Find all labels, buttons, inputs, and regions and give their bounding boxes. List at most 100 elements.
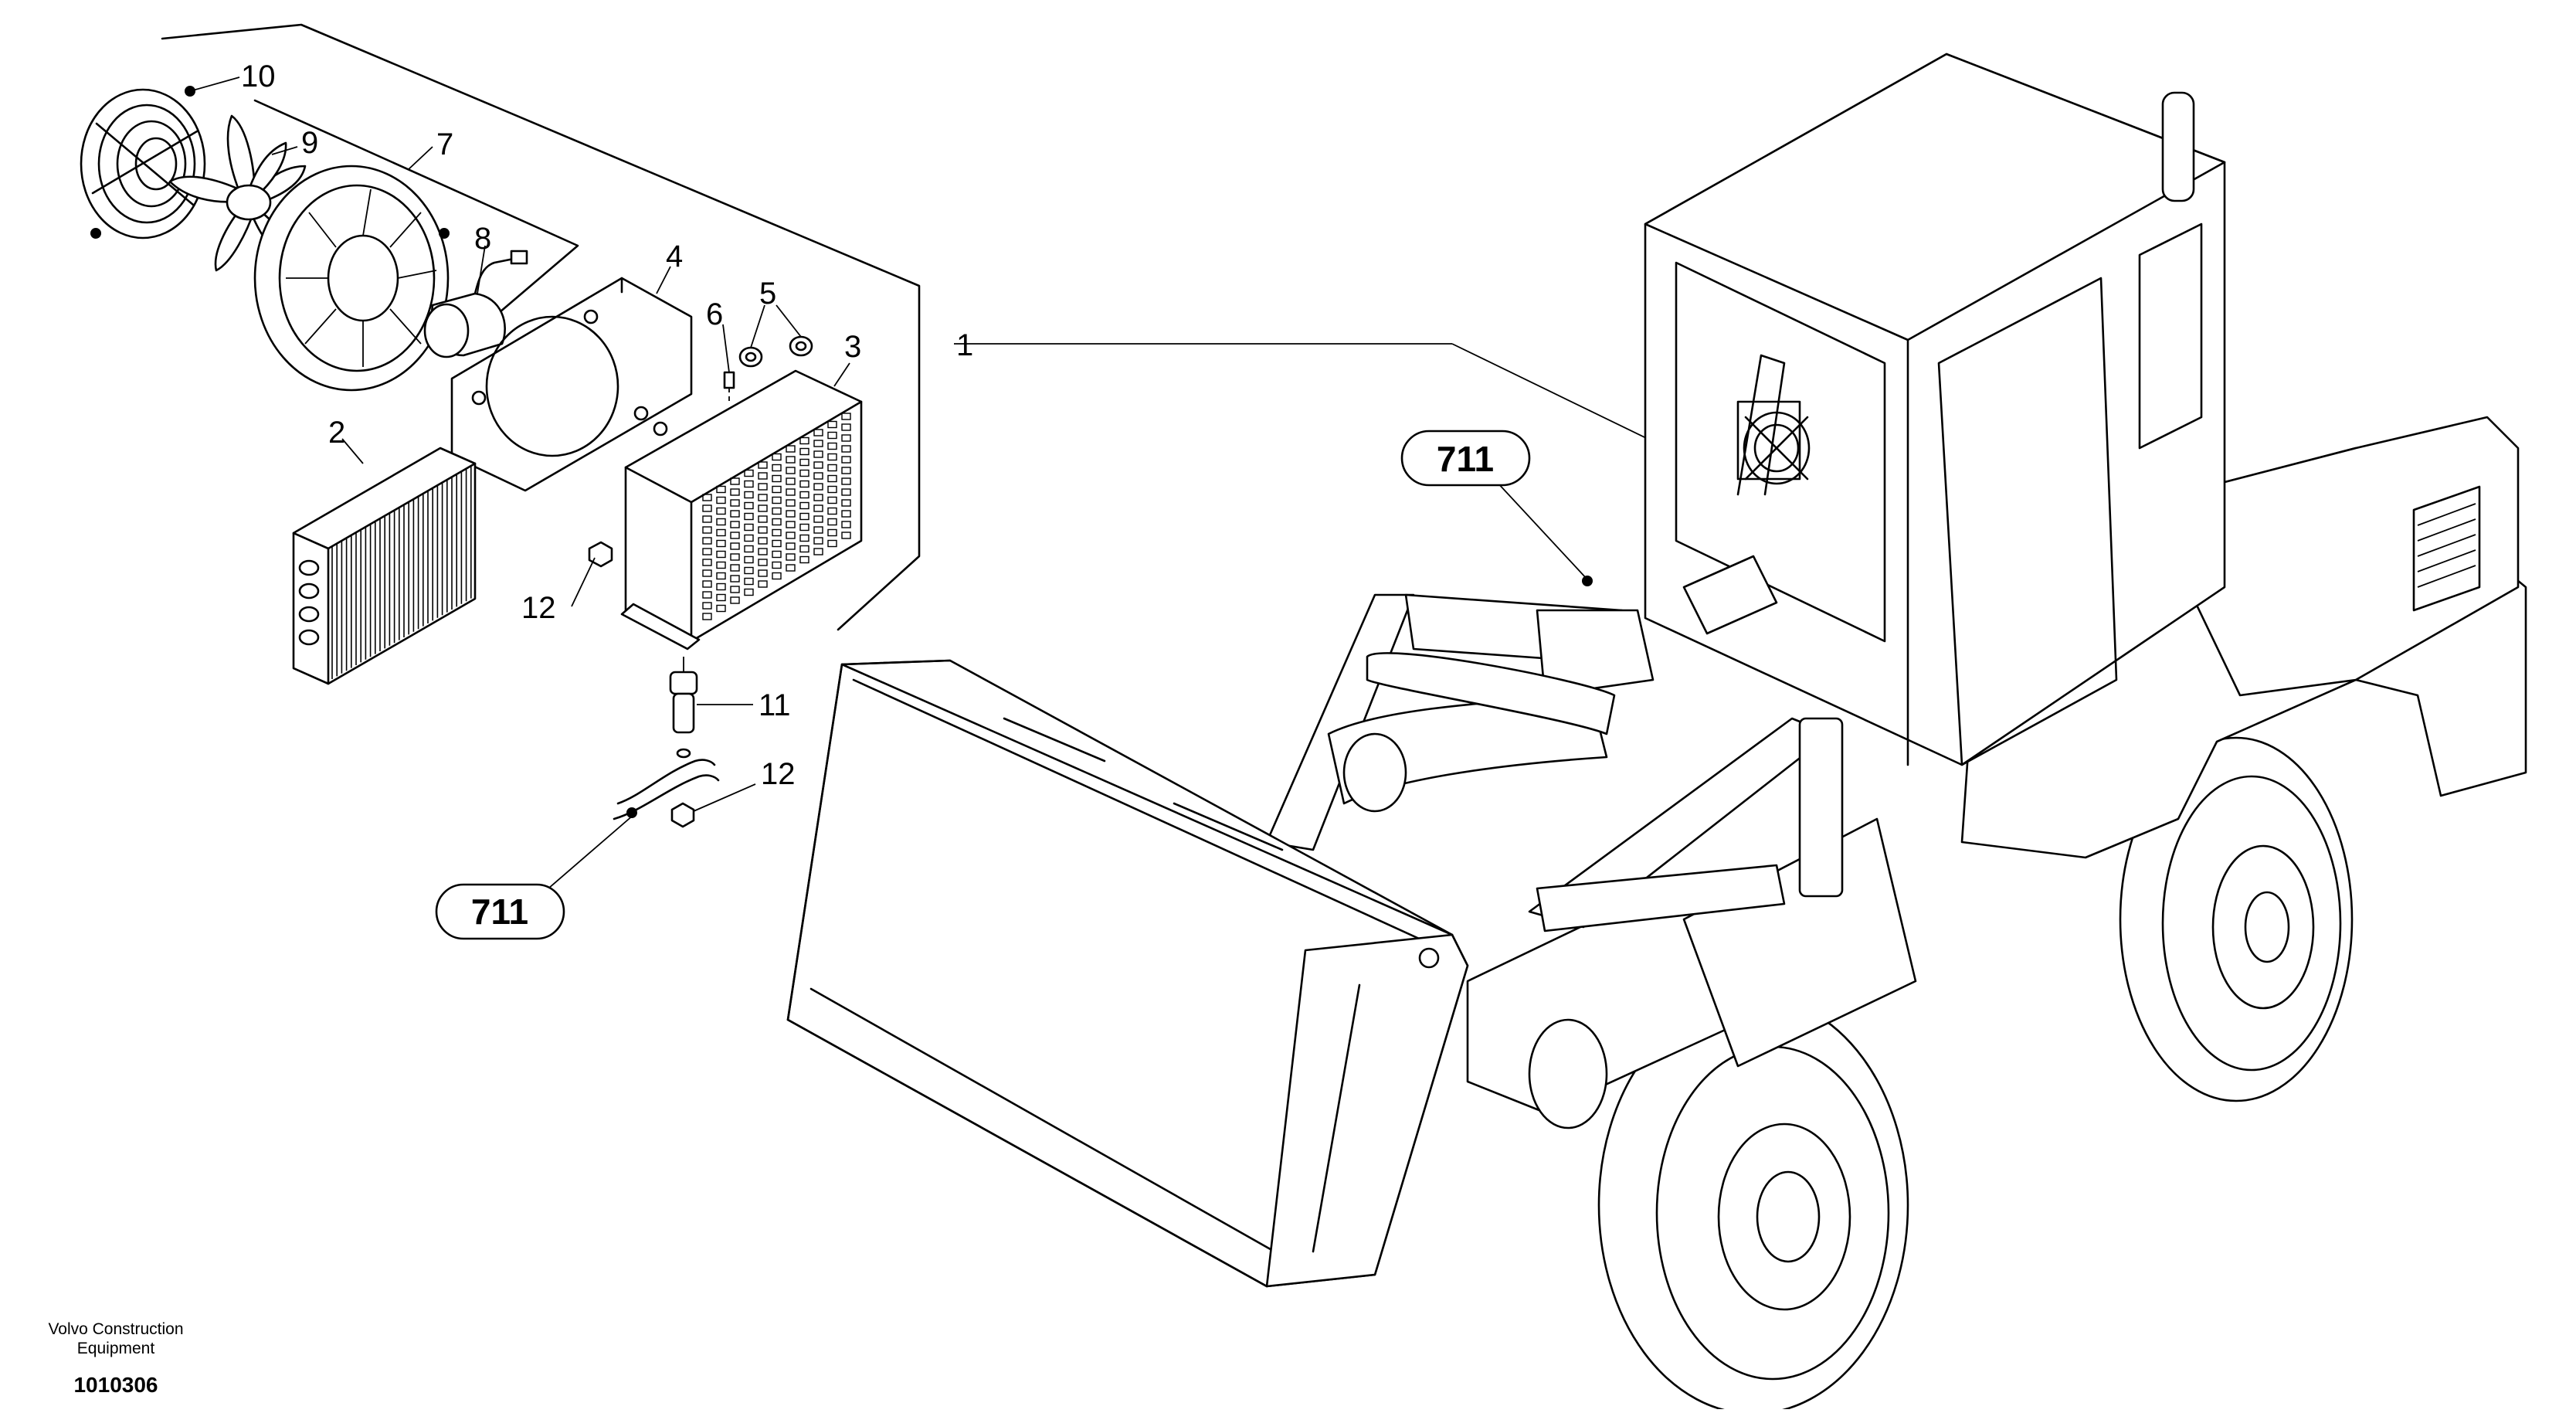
grille-hole (786, 564, 796, 572)
grille-hole (772, 572, 782, 580)
grille-hole (758, 483, 768, 491)
grille-hole (827, 518, 837, 526)
grille-hole (827, 528, 837, 537)
heater-cover-part (620, 369, 863, 650)
grille-hole (841, 413, 851, 420)
fan-guard-part (80, 86, 206, 239)
callout-8: 8 (474, 222, 491, 256)
grille-hole (744, 480, 754, 488)
grille-hole (730, 477, 740, 485)
volvo-watermark: Volvo Construction Equipment 1010306 (48, 1320, 183, 1397)
callout-3: 3 (844, 330, 861, 364)
grille-hole (799, 523, 809, 532)
grille-hole (786, 542, 796, 550)
grille-hole (786, 510, 796, 518)
grille-hole (786, 521, 796, 528)
reference-label-bottom: 711 (471, 892, 528, 932)
grille-hole (716, 604, 726, 613)
fan-blade-part (168, 114, 307, 272)
grille-hole (758, 559, 768, 566)
grille-hole (772, 474, 782, 483)
grille-hole (744, 555, 754, 564)
grille-hole (841, 445, 851, 453)
grille-hole (827, 507, 837, 515)
grille-hole (772, 485, 782, 494)
reference-bubble-bottom[interactable]: 711 (435, 883, 565, 940)
grille-hole (772, 453, 782, 461)
reference-label-top: 711 (1437, 439, 1494, 479)
grille-hole (799, 436, 809, 445)
grille-hole (730, 586, 740, 593)
grille-hole (744, 588, 754, 596)
grille-hole (841, 510, 851, 518)
grille-hole (813, 429, 823, 436)
grille-hole (786, 456, 796, 464)
callout-9: 9 (301, 126, 318, 160)
reference-bubble-top[interactable]: 711 (1400, 430, 1531, 487)
grille-hole (702, 613, 712, 620)
callout-12-lower: 12 (761, 757, 796, 791)
grille-hole (702, 537, 712, 545)
grille-hole (702, 591, 712, 599)
grille-hole (730, 488, 740, 496)
grille-hole (799, 469, 809, 477)
grille-hole (702, 526, 712, 534)
grille-hole (744, 469, 754, 477)
grille-hole (827, 442, 837, 450)
grille-hole (786, 488, 796, 496)
grille-hole (786, 532, 796, 539)
grille-hole (702, 515, 712, 523)
grille-hole (772, 561, 782, 569)
callout-6: 6 (706, 297, 723, 331)
grille-hole (799, 534, 809, 542)
watermark-drawing-number: 1010306 (73, 1373, 158, 1397)
grille-hole (813, 548, 823, 555)
grille-hole (827, 464, 837, 472)
callout-4: 4 (666, 239, 683, 273)
grille-hole (716, 528, 726, 537)
grille-hole (758, 504, 768, 512)
grille-hole (716, 507, 726, 515)
grille-hole (702, 548, 712, 555)
grille-hole (730, 542, 740, 550)
grille-hole (758, 569, 768, 577)
grille-hole (758, 461, 768, 469)
grille-hole (716, 572, 726, 580)
grille-hole (744, 512, 754, 521)
grille-hole (799, 458, 809, 467)
grille-hole (772, 518, 782, 526)
grille-hole (799, 501, 809, 510)
grille-hole (827, 420, 837, 429)
grille-hole (786, 499, 796, 507)
grille-hole (813, 504, 823, 512)
grille-hole (799, 447, 809, 456)
grille-hole (799, 555, 809, 564)
callout-5: 5 (759, 277, 776, 311)
grille-hole (799, 491, 809, 499)
grille-hole (841, 434, 851, 442)
grille-hole (813, 537, 823, 545)
grille-hole (758, 494, 768, 501)
grille-hole (730, 564, 740, 572)
callout-2: 2 (328, 416, 345, 450)
grille-hole (799, 480, 809, 488)
grille-hole (772, 550, 782, 559)
grille-hole (841, 456, 851, 464)
grille-hole (813, 450, 823, 458)
grille-hole (702, 504, 712, 512)
grille-hole (702, 494, 712, 501)
grille-hole (813, 483, 823, 491)
grille-hole (813, 461, 823, 469)
callout-7: 7 (436, 127, 453, 161)
grille-hole (730, 575, 740, 583)
grille-hole (758, 537, 768, 545)
grille-hole (786, 477, 796, 485)
grille-hole (758, 472, 768, 480)
grille-hole (772, 507, 782, 515)
grille-hole (841, 467, 851, 474)
grille-hole (730, 596, 740, 604)
grille-hole (772, 528, 782, 537)
grille-hole (786, 553, 796, 561)
